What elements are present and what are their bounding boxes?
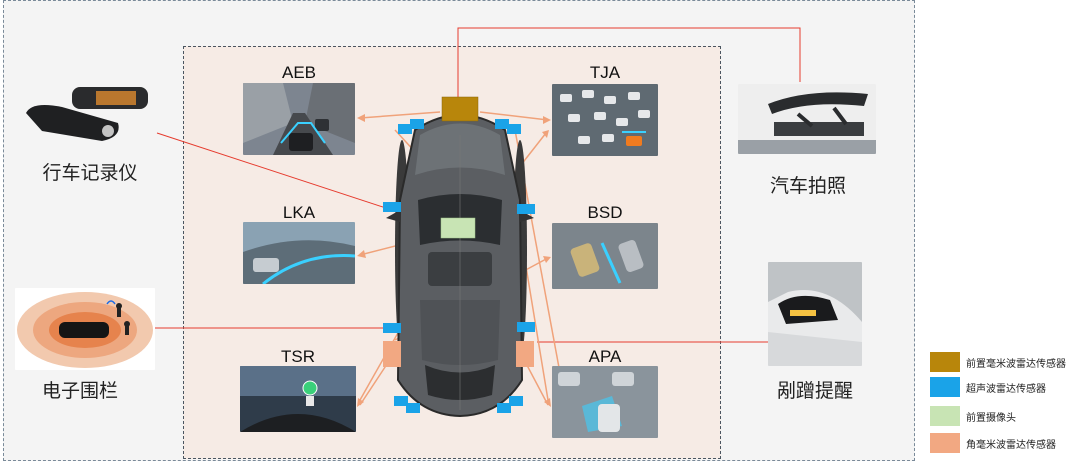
bsd-image — [552, 223, 658, 289]
legend-label: 前置毫米波雷达传感器 — [966, 358, 1066, 370]
car-top-view — [386, 114, 534, 418]
legend-label: 角毫米波雷达传感器 — [966, 439, 1056, 451]
car-photo-image — [738, 84, 876, 154]
tja-image — [552, 84, 658, 156]
geofence-image — [15, 288, 155, 370]
dashcam-label: 行车记录仪 — [42, 162, 138, 184]
legend-item-corner-radar: 角毫米波雷达传感器 — [930, 433, 1056, 453]
legend-item-front-camera: 前置摄像头 — [930, 406, 1016, 426]
car-photo-label: 汽车拍照 — [769, 175, 846, 197]
sensor-front-radar — [441, 96, 479, 122]
legend-swatch-ultrasonic — [930, 377, 960, 397]
connector-dashcam — [156, 132, 393, 211]
aeb-label: AEB — [281, 63, 317, 82]
legend-item-ultrasonic: 超声波雷达传感器 — [930, 377, 1046, 397]
sensor-corner-radar — [383, 341, 534, 367]
tsr-label: TSR — [281, 347, 315, 366]
lka-label: LKA — [282, 203, 316, 222]
sensor-ultrasonic — [383, 119, 535, 413]
arrow-heads — [357, 114, 551, 407]
lka-image — [243, 222, 355, 284]
dashcam-image — [22, 79, 152, 147]
legend-swatch-corner-radar — [930, 433, 960, 453]
sensor-front-camera — [440, 217, 476, 239]
legend-item-front-radar: 前置毫米波雷达传感器 — [930, 352, 1066, 372]
legend-swatch-front-camera — [930, 406, 960, 426]
legend-label: 前置摄像头 — [966, 412, 1016, 424]
legend-label: 超声波雷达传感器 — [966, 383, 1046, 395]
tja-label: TJA — [589, 63, 621, 82]
geofence-label: 电子围栏 — [41, 380, 118, 402]
legend-swatch-front-radar — [930, 352, 960, 372]
apa-image — [552, 366, 658, 438]
scrape-warning-label: 剐蹭提醒 — [776, 380, 853, 402]
tsr-image — [240, 366, 356, 432]
bsd-label: BSD — [587, 203, 623, 222]
aeb-image — [243, 83, 355, 155]
apa-label: APA — [588, 347, 622, 366]
scrape-warning-image — [768, 262, 862, 366]
